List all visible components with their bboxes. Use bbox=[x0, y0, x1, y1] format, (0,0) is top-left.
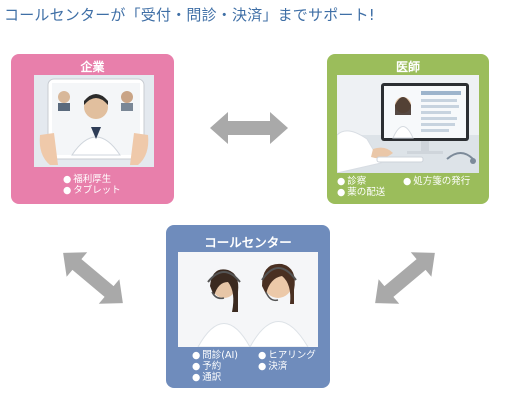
doctor-title: 医師 bbox=[395, 60, 420, 74]
doctor-callcenter-arrow bbox=[375, 252, 435, 304]
callcenter-bullet: 決済 bbox=[258, 361, 287, 372]
company-panel: 企業 福利厚生 タブレット bbox=[11, 54, 174, 204]
page-headline: コールセンターが「受付・問診・決済」までサポート! bbox=[4, 6, 376, 24]
doctor-panel: 医師 診察 処方箋の発行 bbox=[327, 54, 489, 204]
company-tablet-photo bbox=[34, 75, 154, 167]
callcenter-panel: コールセンター 問診(AI) ヒアリング 予約 決済 通訳 bbox=[166, 225, 330, 388]
doctor-bullet: 処方箋の発行 bbox=[403, 176, 470, 187]
doctor-monitor-photo bbox=[337, 75, 479, 173]
callcenter-bullet: ヒアリング bbox=[258, 350, 316, 361]
callcenter-title: コールセンター bbox=[204, 235, 292, 250]
company-bullet: タブレット bbox=[63, 185, 121, 196]
callcenter-bullet-list: 問診(AI) ヒアリング 予約 決済 通訳 bbox=[192, 350, 316, 383]
callcenter-bullet: 問診(AI) bbox=[192, 350, 248, 361]
company-bullet-list: 福利厚生 タブレット bbox=[63, 174, 121, 196]
company-title: 企業 bbox=[80, 60, 105, 74]
company-doctor-arrow bbox=[210, 112, 288, 144]
doctor-bullet: 薬の配送 bbox=[337, 187, 385, 198]
callcenter-operators-photo bbox=[178, 252, 318, 347]
doctor-bullet-list: 診察 処方箋の発行 薬の配送 bbox=[337, 176, 470, 198]
company-callcenter-arrow bbox=[63, 252, 123, 304]
callcenter-bullet: 予約 bbox=[192, 361, 248, 372]
callcenter-bullet: 通訳 bbox=[192, 372, 221, 383]
company-bullet: 福利厚生 bbox=[63, 174, 111, 185]
doctor-bullet: 診察 bbox=[337, 176, 393, 187]
